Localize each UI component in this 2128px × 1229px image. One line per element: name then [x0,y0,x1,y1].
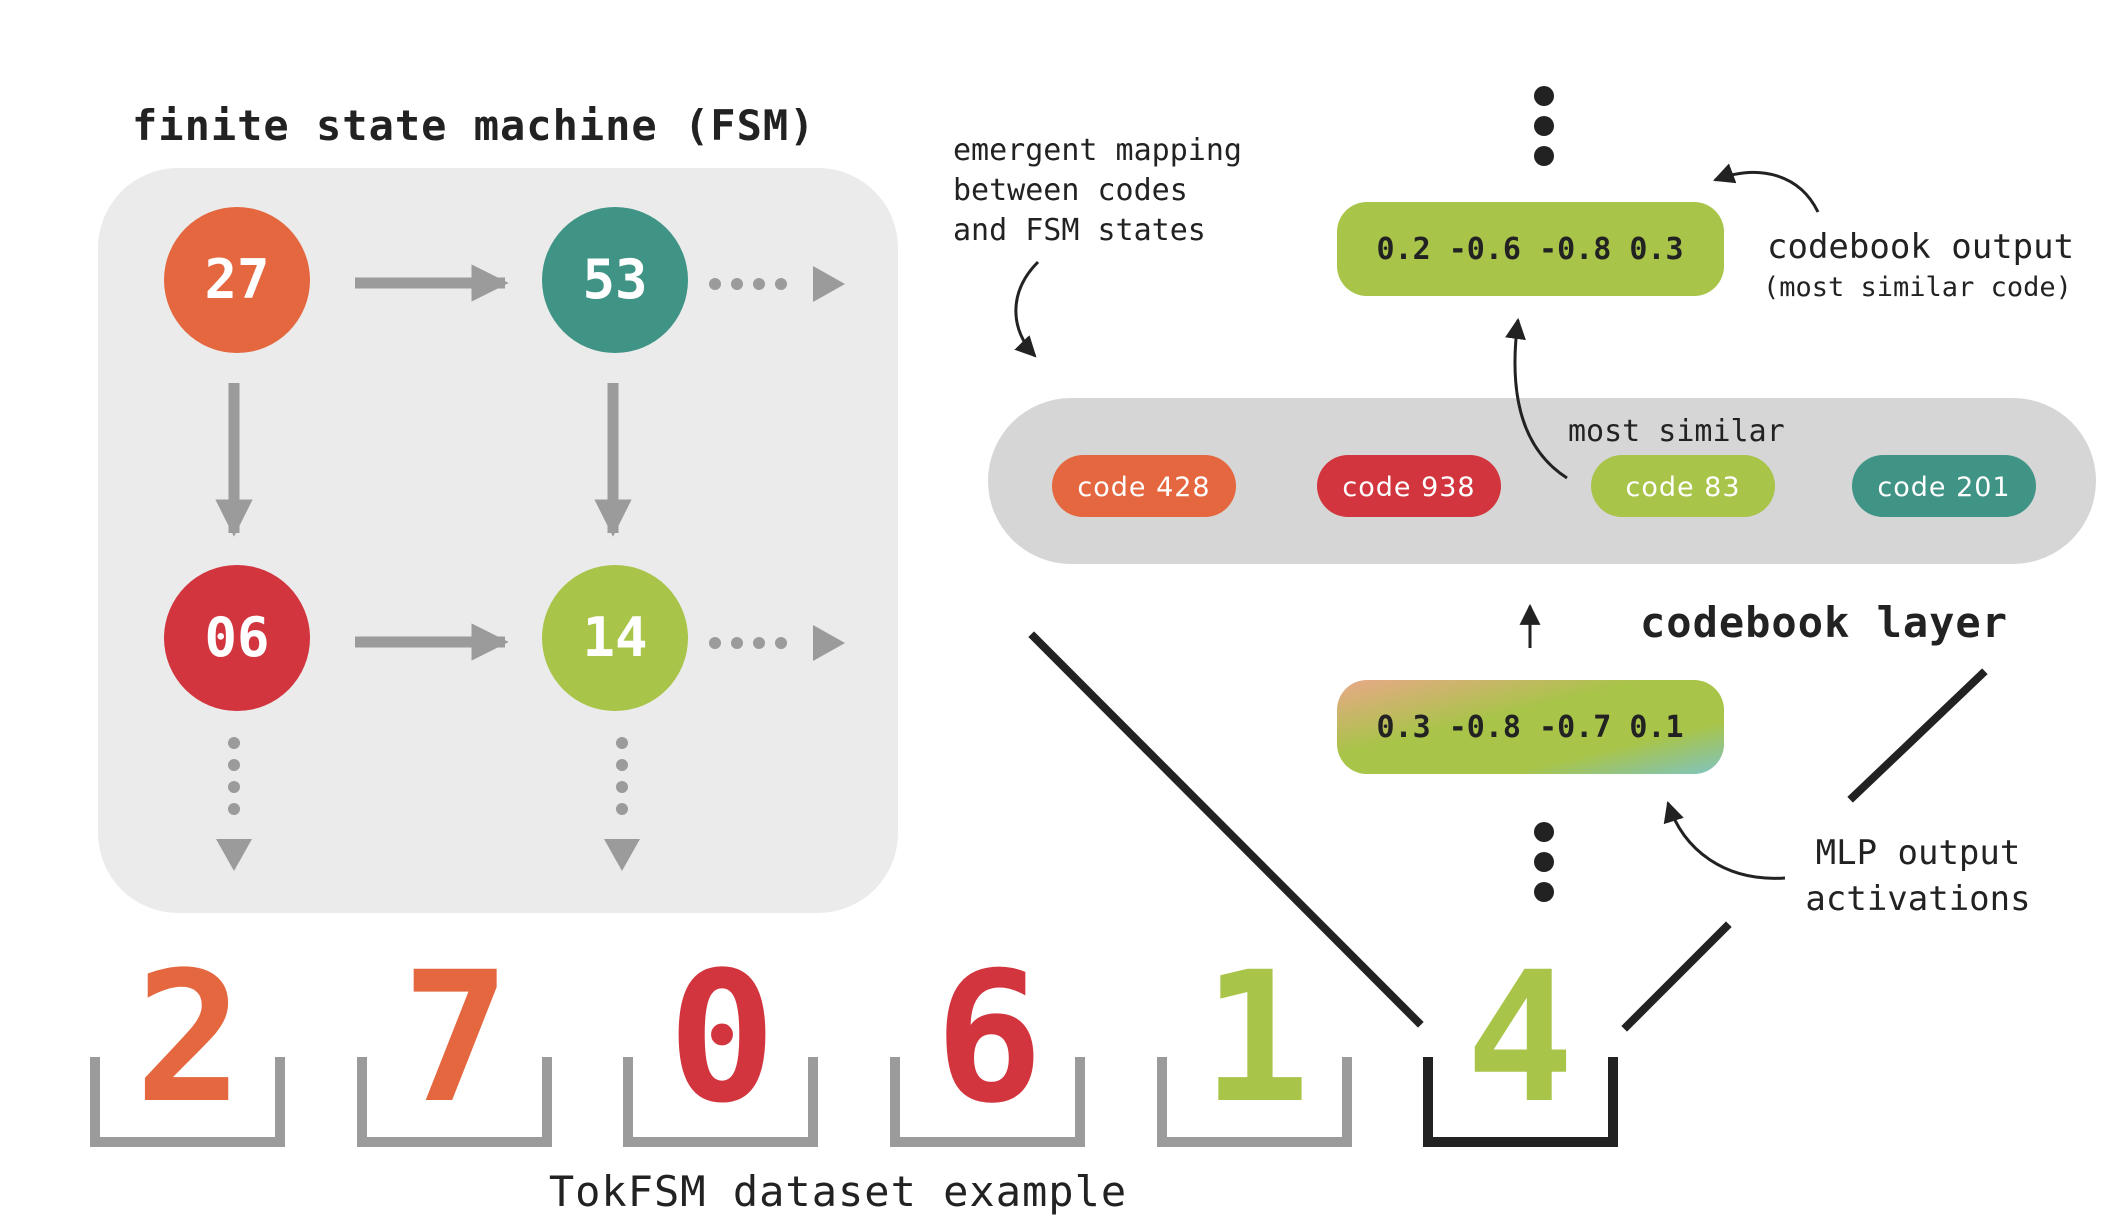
codebook-output-vector-text: 0.2 -0.6 -0.8 0.3 [1376,232,1683,267]
ellipsis-top-icon [1534,86,1554,166]
mapping-note-line-2: between codes [953,173,1188,208]
fsm-state-06: 06 [164,565,310,711]
code-chip-83-label: code 83 [1625,472,1740,503]
funnel-line-left [1028,631,1424,1028]
code-chip-201: code 201 [1852,455,2036,517]
mlp-output-vector: 0.3 -0.8 -0.7 0.1 [1337,680,1724,774]
funnel-line-right-lower [1621,921,1732,1032]
fsm-state-14-label: 14 [582,606,647,669]
code-chip-938: code 938 [1317,455,1501,517]
token-char-2: 7 [402,934,510,1143]
token-slot-1: 2 [90,934,285,1147]
token-slot-3: 0 [623,934,818,1147]
codebook-layer-label: codebook layer [1640,598,2008,647]
fsm-state-06-label: 06 [204,606,269,669]
token-bracket-6 [1423,1057,1618,1147]
dotted-arrow-down-left [216,737,252,871]
ellipsis-bottom-icon [1534,822,1554,902]
mlp-label-line-2: activations [1805,879,2030,919]
token-bracket-1 [90,1057,285,1147]
token-bracket-5 [1157,1057,1352,1147]
most-similar-arrow [1505,317,1568,480]
most-similar-label: most similar [1568,414,1785,449]
mapping-note-line-3: and FSM states [953,213,1206,248]
token-char-1: 2 [135,934,243,1143]
mapping-note-line-1: emergent mapping [953,133,1242,168]
mlp-label-arrow [1663,800,1786,880]
dataset-tokens: 2 7 0 6 1 4 [90,934,1618,1147]
token-char-3: 0 [668,934,776,1143]
fsm-state-27-label: 27 [204,248,269,311]
fsm-dotted-arrows [216,266,845,871]
fsm-panel [98,168,898,913]
fsm-state-14: 14 [542,565,688,711]
dataset-caption: TokFSM dataset example [549,1167,1127,1216]
fsm-state-27: 27 [164,207,310,353]
mapping-note-arrow [1014,260,1040,358]
code-chip-201-label: code 201 [1877,472,2010,503]
fsm-title: finite state machine (FSM) [132,101,815,150]
token-char-4: 6 [935,934,1043,1143]
token-char-6: 4 [1466,934,1574,1143]
token-slot-5: 1 [1157,934,1352,1147]
codebook-pill [988,398,2096,564]
fsm-state-53-label: 53 [582,248,647,311]
mapping-note: emergent mapping between codes and FSM s… [953,133,1242,358]
code-chip-83: code 83 [1591,455,1775,517]
token-bracket-4 [890,1057,1085,1147]
funnel-line-right-upper [1847,668,1988,803]
codebook-output-sublabel: (most similar code) [1763,272,2072,303]
token-char-5: 1 [1202,934,1310,1143]
fsm-arrows [215,264,632,661]
code-chip-428: code 428 [1052,455,1236,517]
token-slot-2: 7 [357,934,552,1147]
dotted-arrow-right-bottom [709,625,845,661]
mlp-label-line-1: MLP output [1816,833,2021,873]
dotted-arrow-right-top [709,266,845,302]
codebook-output-arrow [1713,163,1820,213]
token-funnel-lines [1028,631,1988,1032]
token-bracket-3 [623,1057,818,1147]
codebook-output-vector: 0.2 -0.6 -0.8 0.3 [1337,202,1724,296]
fsm-state-53: 53 [542,207,688,353]
codebook-output-label: codebook output [1767,227,2074,267]
mlp-output-vector-text: 0.3 -0.8 -0.7 0.1 [1376,710,1683,745]
dotted-arrow-down-right [604,737,640,871]
token-slot-6: 4 [1423,934,1618,1147]
code-chip-428-label: code 428 [1077,472,1210,503]
token-slot-4: 6 [890,934,1085,1147]
code-chip-938-label: code 938 [1342,472,1475,503]
token-bracket-2 [357,1057,552,1147]
